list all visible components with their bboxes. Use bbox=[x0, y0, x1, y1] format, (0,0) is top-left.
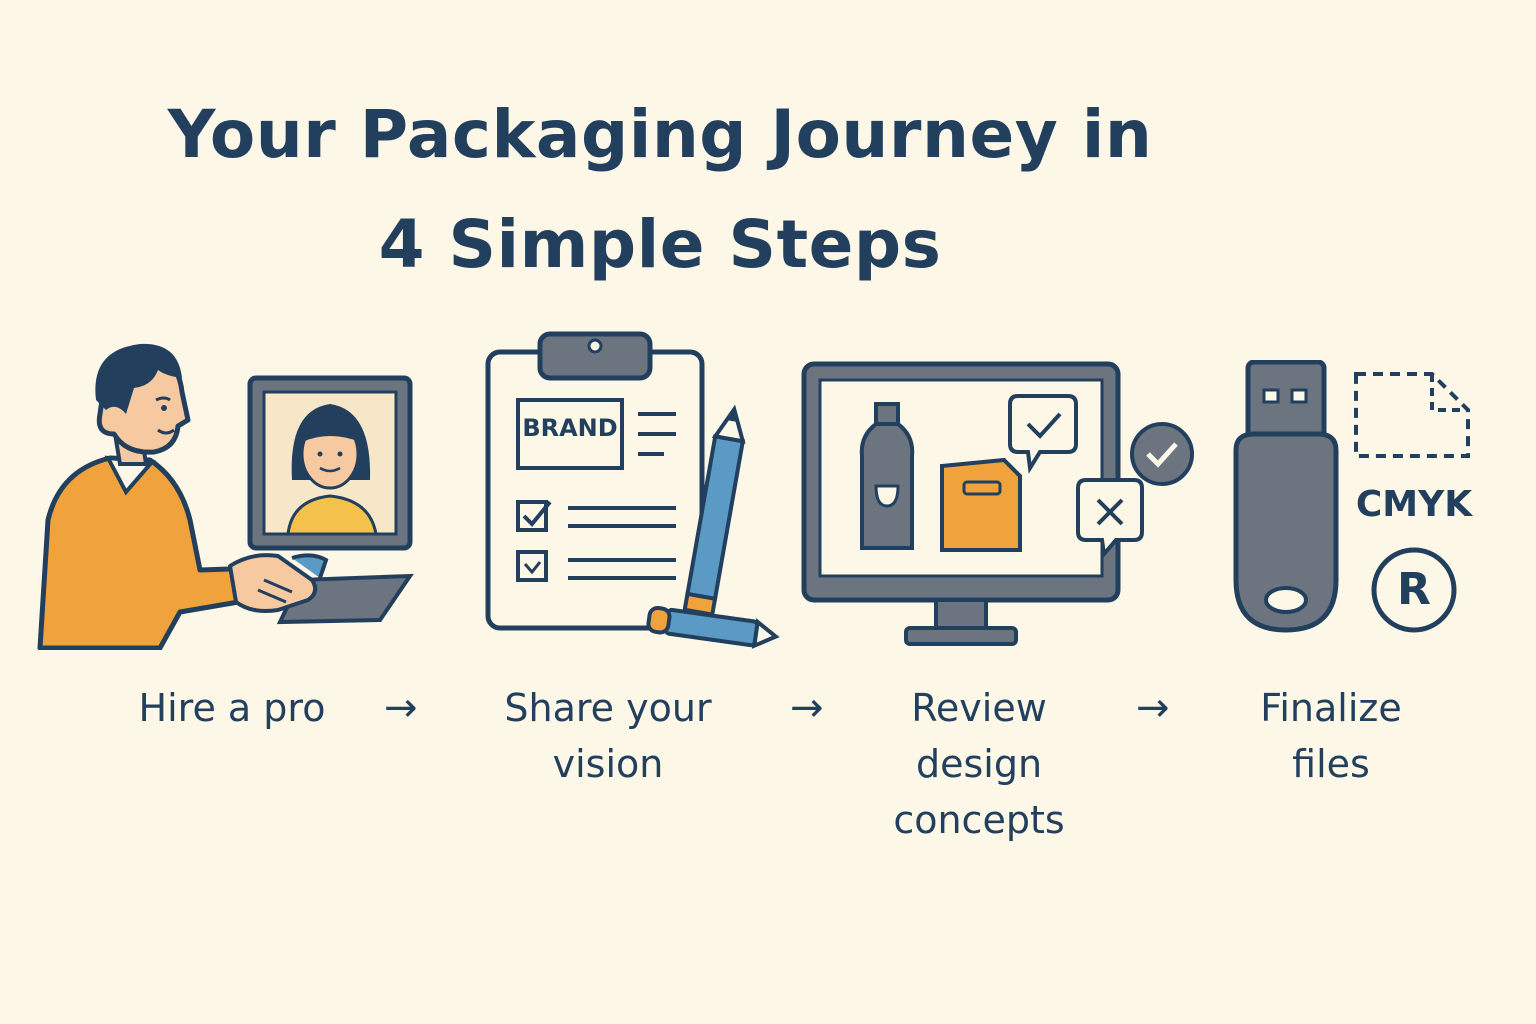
arrow-right-icon: → bbox=[1136, 685, 1170, 731]
step-2-label: Share your vision bbox=[504, 686, 712, 786]
title-line-1: Your Packaging Journey in bbox=[167, 96, 1153, 173]
step-1-label: Hire a pro bbox=[138, 686, 326, 730]
handshake-video-call-icon bbox=[37, 343, 414, 650]
step-4-label: Finalize files bbox=[1260, 686, 1402, 786]
arrow-right-icon: → bbox=[790, 685, 824, 731]
brand-box-text: BRAND bbox=[522, 414, 618, 442]
title-line-2: 4 Simple Steps bbox=[378, 206, 942, 283]
registered-symbol-icon: R bbox=[1397, 564, 1431, 615]
usb-files-icon bbox=[1233, 360, 1470, 633]
monitor-concepts-icon bbox=[801, 361, 1194, 646]
page-title: Your Packaging Journey in 4 Simple Steps bbox=[0, 80, 1320, 300]
arrow-right-icon: → bbox=[384, 685, 418, 731]
brand-brief-clipboard-icon bbox=[485, 331, 780, 649]
cmyk-text: CMYK bbox=[1355, 484, 1473, 525]
step-3-label: Review design concepts bbox=[893, 686, 1065, 842]
